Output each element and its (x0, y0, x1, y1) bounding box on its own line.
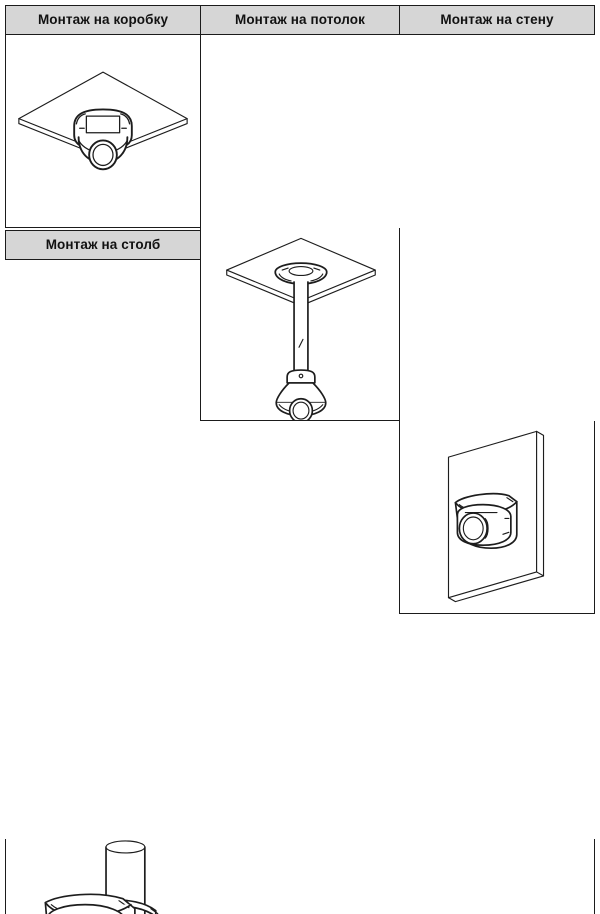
wall-mount-illustration (447, 430, 545, 603)
ceiling-flange-icon (274, 262, 328, 285)
turret-dome-camera-icon (73, 108, 133, 171)
header-cell-box-mount: Монтаж на коробку (5, 5, 201, 35)
header-label-wall-mount: Монтаж на стену (440, 12, 554, 28)
illustration-cell-box-mount (5, 35, 201, 228)
illustration-cell-pole-mount (5, 839, 595, 914)
pole-mount-illustration (44, 840, 159, 914)
header-label-box-mount: Монтаж на коробку (37, 12, 169, 28)
pendant-pole-icon (293, 281, 309, 384)
illustration-cell-ceiling-mount (200, 228, 400, 421)
turret-dome-camera-icon (454, 492, 518, 550)
header-cell-pole-mount: Монтаж на столб (5, 230, 201, 260)
box-mount-illustration (18, 71, 188, 171)
ceiling-mount-illustration (226, 237, 376, 420)
header-label-pole-mount: Монтаж на столб (45, 237, 161, 253)
illustration-cell-wall-mount (399, 421, 595, 614)
header-label-ceiling-mount: Монтаж на потолок (234, 12, 365, 28)
header-cell-wall-mount: Монтаж на стену (399, 5, 595, 35)
header-cell-ceiling-mount: Монтаж на потолок (200, 5, 400, 35)
mounting-options-table: Монтаж на коробку (5, 5, 595, 914)
turret-dome-camera-icon (44, 893, 136, 914)
pendant-camera-icon (275, 369, 327, 420)
